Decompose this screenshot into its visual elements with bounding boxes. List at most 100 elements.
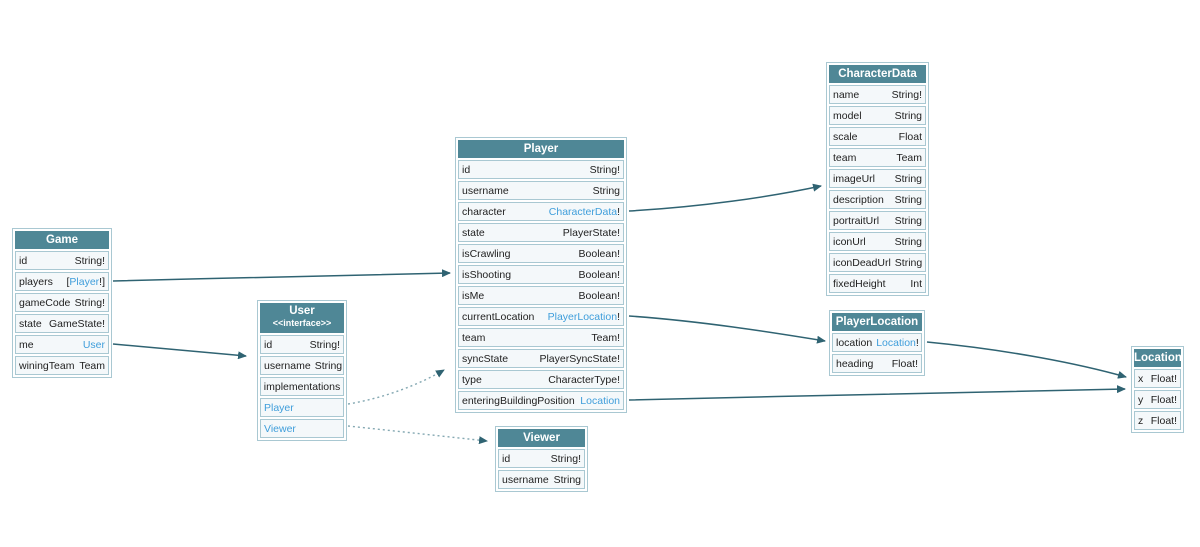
field-row[interactable]: portraitUrl String: [829, 211, 926, 230]
field-row[interactable]: state GameState!: [15, 314, 109, 333]
type-link[interactable]: User: [82, 338, 105, 351]
field-name: username: [462, 184, 509, 197]
field-name: location: [836, 336, 873, 349]
field-name: scale: [833, 130, 858, 143]
field-name: players: [19, 275, 53, 288]
field-type: Float!: [1150, 393, 1177, 406]
field-name: character: [462, 205, 506, 218]
type-title: User: [289, 305, 315, 317]
type-title: Location: [1134, 352, 1182, 364]
field-type: User: [83, 339, 105, 351]
type-link[interactable]: Player: [69, 275, 100, 288]
type-link[interactable]: Location: [580, 394, 620, 407]
field-type: PlayerLocation!: [548, 311, 620, 323]
type-title: CharacterData: [838, 68, 917, 80]
field-row[interactable]: team Team!: [458, 328, 624, 347]
field-name: team: [462, 331, 486, 344]
field-type: Team!: [591, 331, 620, 344]
type-title: Game: [46, 234, 78, 246]
type-node-header[interactable]: Player: [458, 140, 624, 158]
field-type: String: [894, 193, 922, 206]
field-row[interactable]: players [Player!]: [15, 272, 109, 291]
field-name: gameCode: [19, 296, 71, 309]
implementation-link-row[interactable]: Player: [260, 398, 344, 417]
field-type: String: [553, 473, 581, 486]
field-type: Boolean!: [578, 247, 620, 260]
field-row[interactable]: character CharacterData!: [458, 202, 624, 221]
type-node-header[interactable]: PlayerLocation: [832, 313, 922, 331]
type-wrapper-text: !: [617, 205, 620, 218]
field-name: username: [264, 359, 311, 372]
type-link[interactable]: Location: [876, 336, 916, 349]
type-node-header[interactable]: Viewer: [498, 429, 585, 447]
field-name: winingTeam: [19, 359, 75, 372]
field-type: Location!: [876, 337, 919, 349]
type-link[interactable]: PlayerLocation: [547, 310, 618, 323]
type-link[interactable]: Viewer: [264, 422, 296, 435]
field-name: state: [19, 317, 42, 330]
field-type: String: [894, 214, 922, 227]
type-node-header[interactable]: Game: [15, 231, 109, 249]
field-name: isShooting: [462, 268, 512, 281]
type-link[interactable]: Player: [264, 401, 294, 414]
field-type: Location: [580, 395, 620, 407]
type-node-header[interactable]: Location: [1134, 349, 1182, 367]
implementation-link-row[interactable]: Viewer: [260, 419, 344, 438]
field-type: GameState!: [48, 317, 105, 330]
field-name: portraitUrl: [833, 214, 880, 227]
edge-player-enteringbuildingposition-to-location: [628, 385, 1126, 401]
type-link[interactable]: CharacterData: [548, 205, 618, 218]
implementations-section-row[interactable]: implementations: [260, 377, 344, 396]
field-type: [Player!]: [66, 276, 105, 288]
field-name: id: [502, 452, 511, 465]
field-name: id: [19, 254, 28, 267]
field-type: CharacterType!: [548, 373, 620, 386]
field-type: Team: [79, 359, 105, 372]
type-title: Player: [523, 143, 559, 155]
type-node-header[interactable]: CharacterData: [829, 65, 926, 83]
type-title: Viewer: [523, 432, 560, 444]
type-node-header[interactable]: User<<interface>>: [260, 303, 344, 333]
field-row[interactable]: winingTeam Team: [15, 356, 109, 375]
